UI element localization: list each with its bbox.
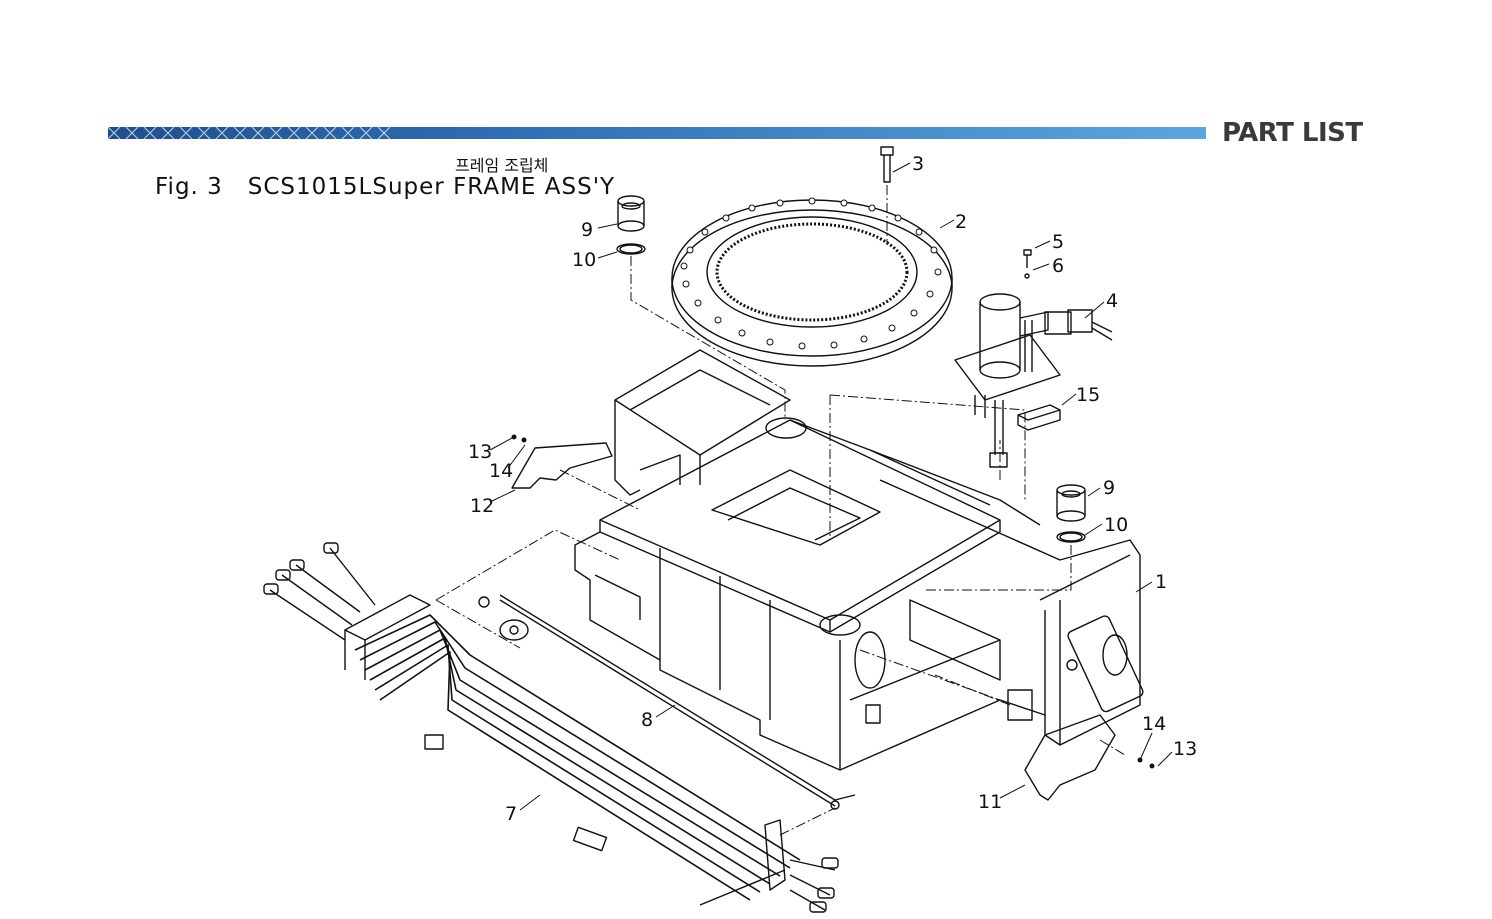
- bolt-3: [880, 146, 894, 183]
- figure-korean-title: 프레임 조립체: [455, 156, 549, 175]
- slewing-ring: [671, 197, 953, 367]
- callout-11: 11: [978, 791, 1002, 813]
- cover-plate-12: [511, 442, 613, 489]
- callout-13-right: 13: [1173, 738, 1197, 760]
- tube-8: [478, 594, 856, 810]
- figure-assembly-name: FRAME ASS'Y: [453, 174, 616, 200]
- block-15: [1017, 404, 1061, 431]
- callout-10-top: 10: [572, 249, 596, 271]
- hose-assembly: [263, 542, 839, 913]
- callout-6: 6: [1052, 255, 1064, 277]
- figure-number: Fig. 3: [155, 174, 223, 200]
- main-frame: [574, 349, 1144, 771]
- callout-4: 4: [1106, 290, 1118, 312]
- callout-5: 5: [1052, 231, 1064, 253]
- callout-15: 15: [1076, 384, 1100, 406]
- callout-9-right: 9: [1103, 477, 1115, 499]
- bushing-right: [1056, 484, 1086, 543]
- callout-9-top: 9: [581, 219, 593, 241]
- cover-plate-11: [1024, 714, 1116, 801]
- figure-model: SCS1015LSuper: [247, 174, 445, 200]
- callout-14-right: 14: [1142, 713, 1166, 735]
- header-bar: [108, 127, 1206, 139]
- page-title: PART LIST: [1222, 118, 1363, 148]
- callout-2: 2: [955, 211, 967, 233]
- callout-12: 12: [470, 495, 494, 517]
- callout-1: 1: [1155, 571, 1167, 593]
- hydraulic-valve: [954, 249, 1113, 468]
- callout-13-left: 13: [468, 441, 492, 463]
- callout-8: 8: [641, 709, 653, 731]
- callout-3: 3: [912, 153, 924, 175]
- callout-10-right: 10: [1104, 514, 1128, 536]
- bushing-top: [616, 195, 646, 255]
- callout-7: 7: [505, 803, 517, 825]
- callout-14-left: 14: [489, 460, 513, 482]
- figure-title: Fig. 3 SCS1015LSuper FRAME ASS'Y: [155, 174, 615, 200]
